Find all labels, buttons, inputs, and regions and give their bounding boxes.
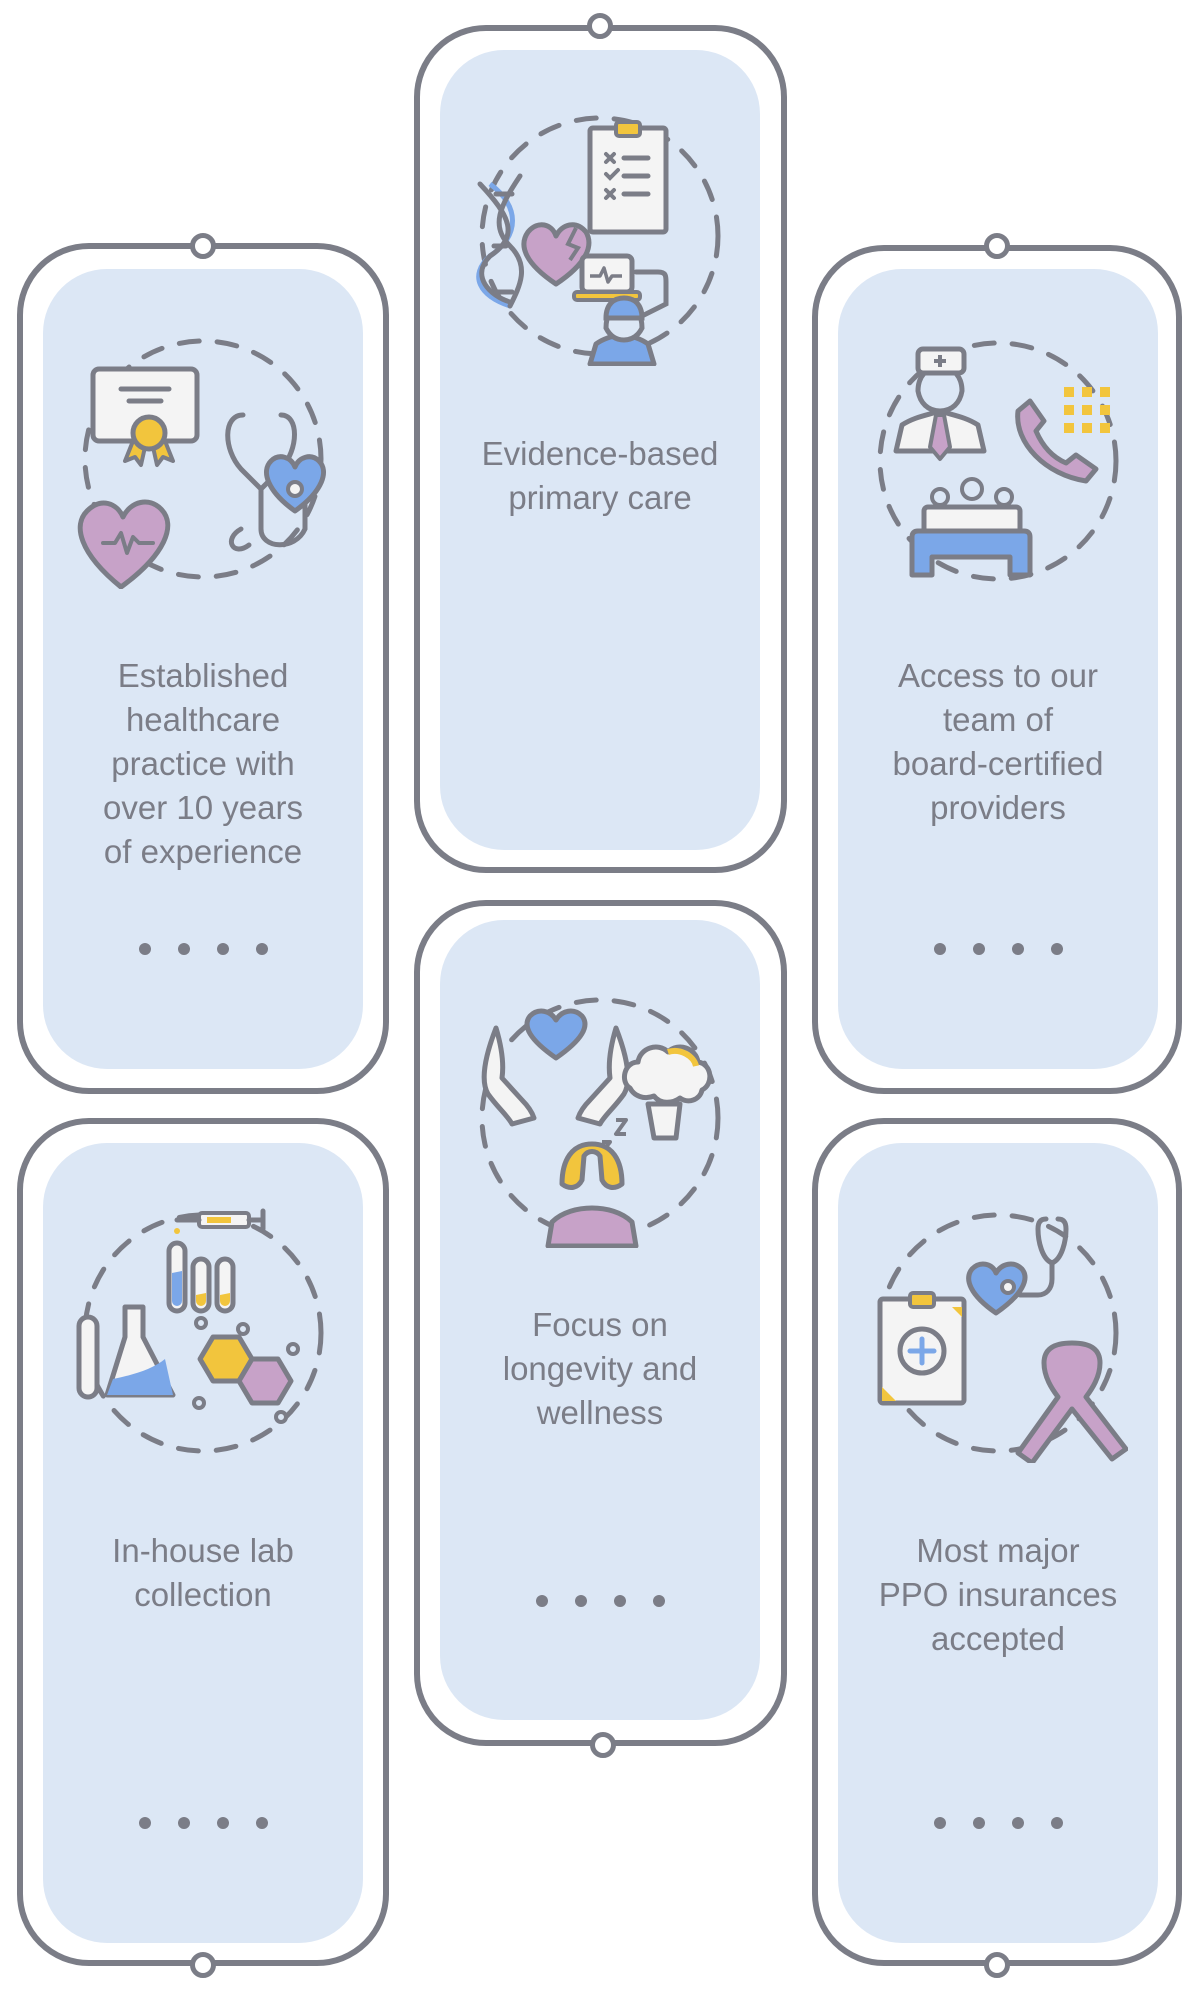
lab-flask-tubes-molecule-icon — [76, 1208, 333, 1463]
card-panel: Access to our team of board-certified pr… — [838, 269, 1158, 1069]
card-panel: Focus on longevity and wellness — [440, 920, 760, 1720]
card-connector-bottom — [190, 1952, 216, 1978]
card-panel: Evidence-based primary care — [440, 50, 760, 850]
card-text: Most major PPO insurances accepted — [878, 1532, 1118, 1657]
card-connector-bottom — [590, 1732, 616, 1758]
card-text: Established healthcare practice with ove… — [103, 657, 303, 870]
card-connector-top — [190, 233, 216, 259]
ellipsis-dots — [838, 1817, 1158, 1829]
card-text: Access to our team of board-certified pr… — [892, 657, 1104, 826]
ellipsis-dots — [43, 943, 363, 955]
card-connector-top — [984, 233, 1010, 259]
hands-heart-broccoli-sleep-icon — [470, 988, 730, 1248]
dna-heart-checklist-doctor-icon — [476, 106, 730, 366]
card-text: Focus on longevity and wellness — [502, 1306, 698, 1431]
clipboard-heart-ribbon-icon — [877, 1203, 1128, 1463]
card-panel: In-house lab collection — [43, 1143, 363, 1943]
ellipsis-dots — [440, 1595, 760, 1607]
card-connector-top — [587, 13, 613, 39]
ellipsis-dots — [43, 1817, 363, 1829]
certificate-stethoscope-heart-icon — [77, 329, 326, 589]
card-connector-bottom — [984, 1952, 1010, 1978]
card-panel: Established healthcare practice with ove… — [43, 269, 363, 1069]
card-panel: Most major PPO insurances accepted — [838, 1143, 1158, 1943]
card-text: In-house lab collection — [112, 1532, 294, 1613]
card-text: Evidence-based primary care — [481, 435, 719, 516]
doctor-phone-team-icon — [868, 331, 1128, 591]
ellipsis-dots — [838, 943, 1158, 955]
